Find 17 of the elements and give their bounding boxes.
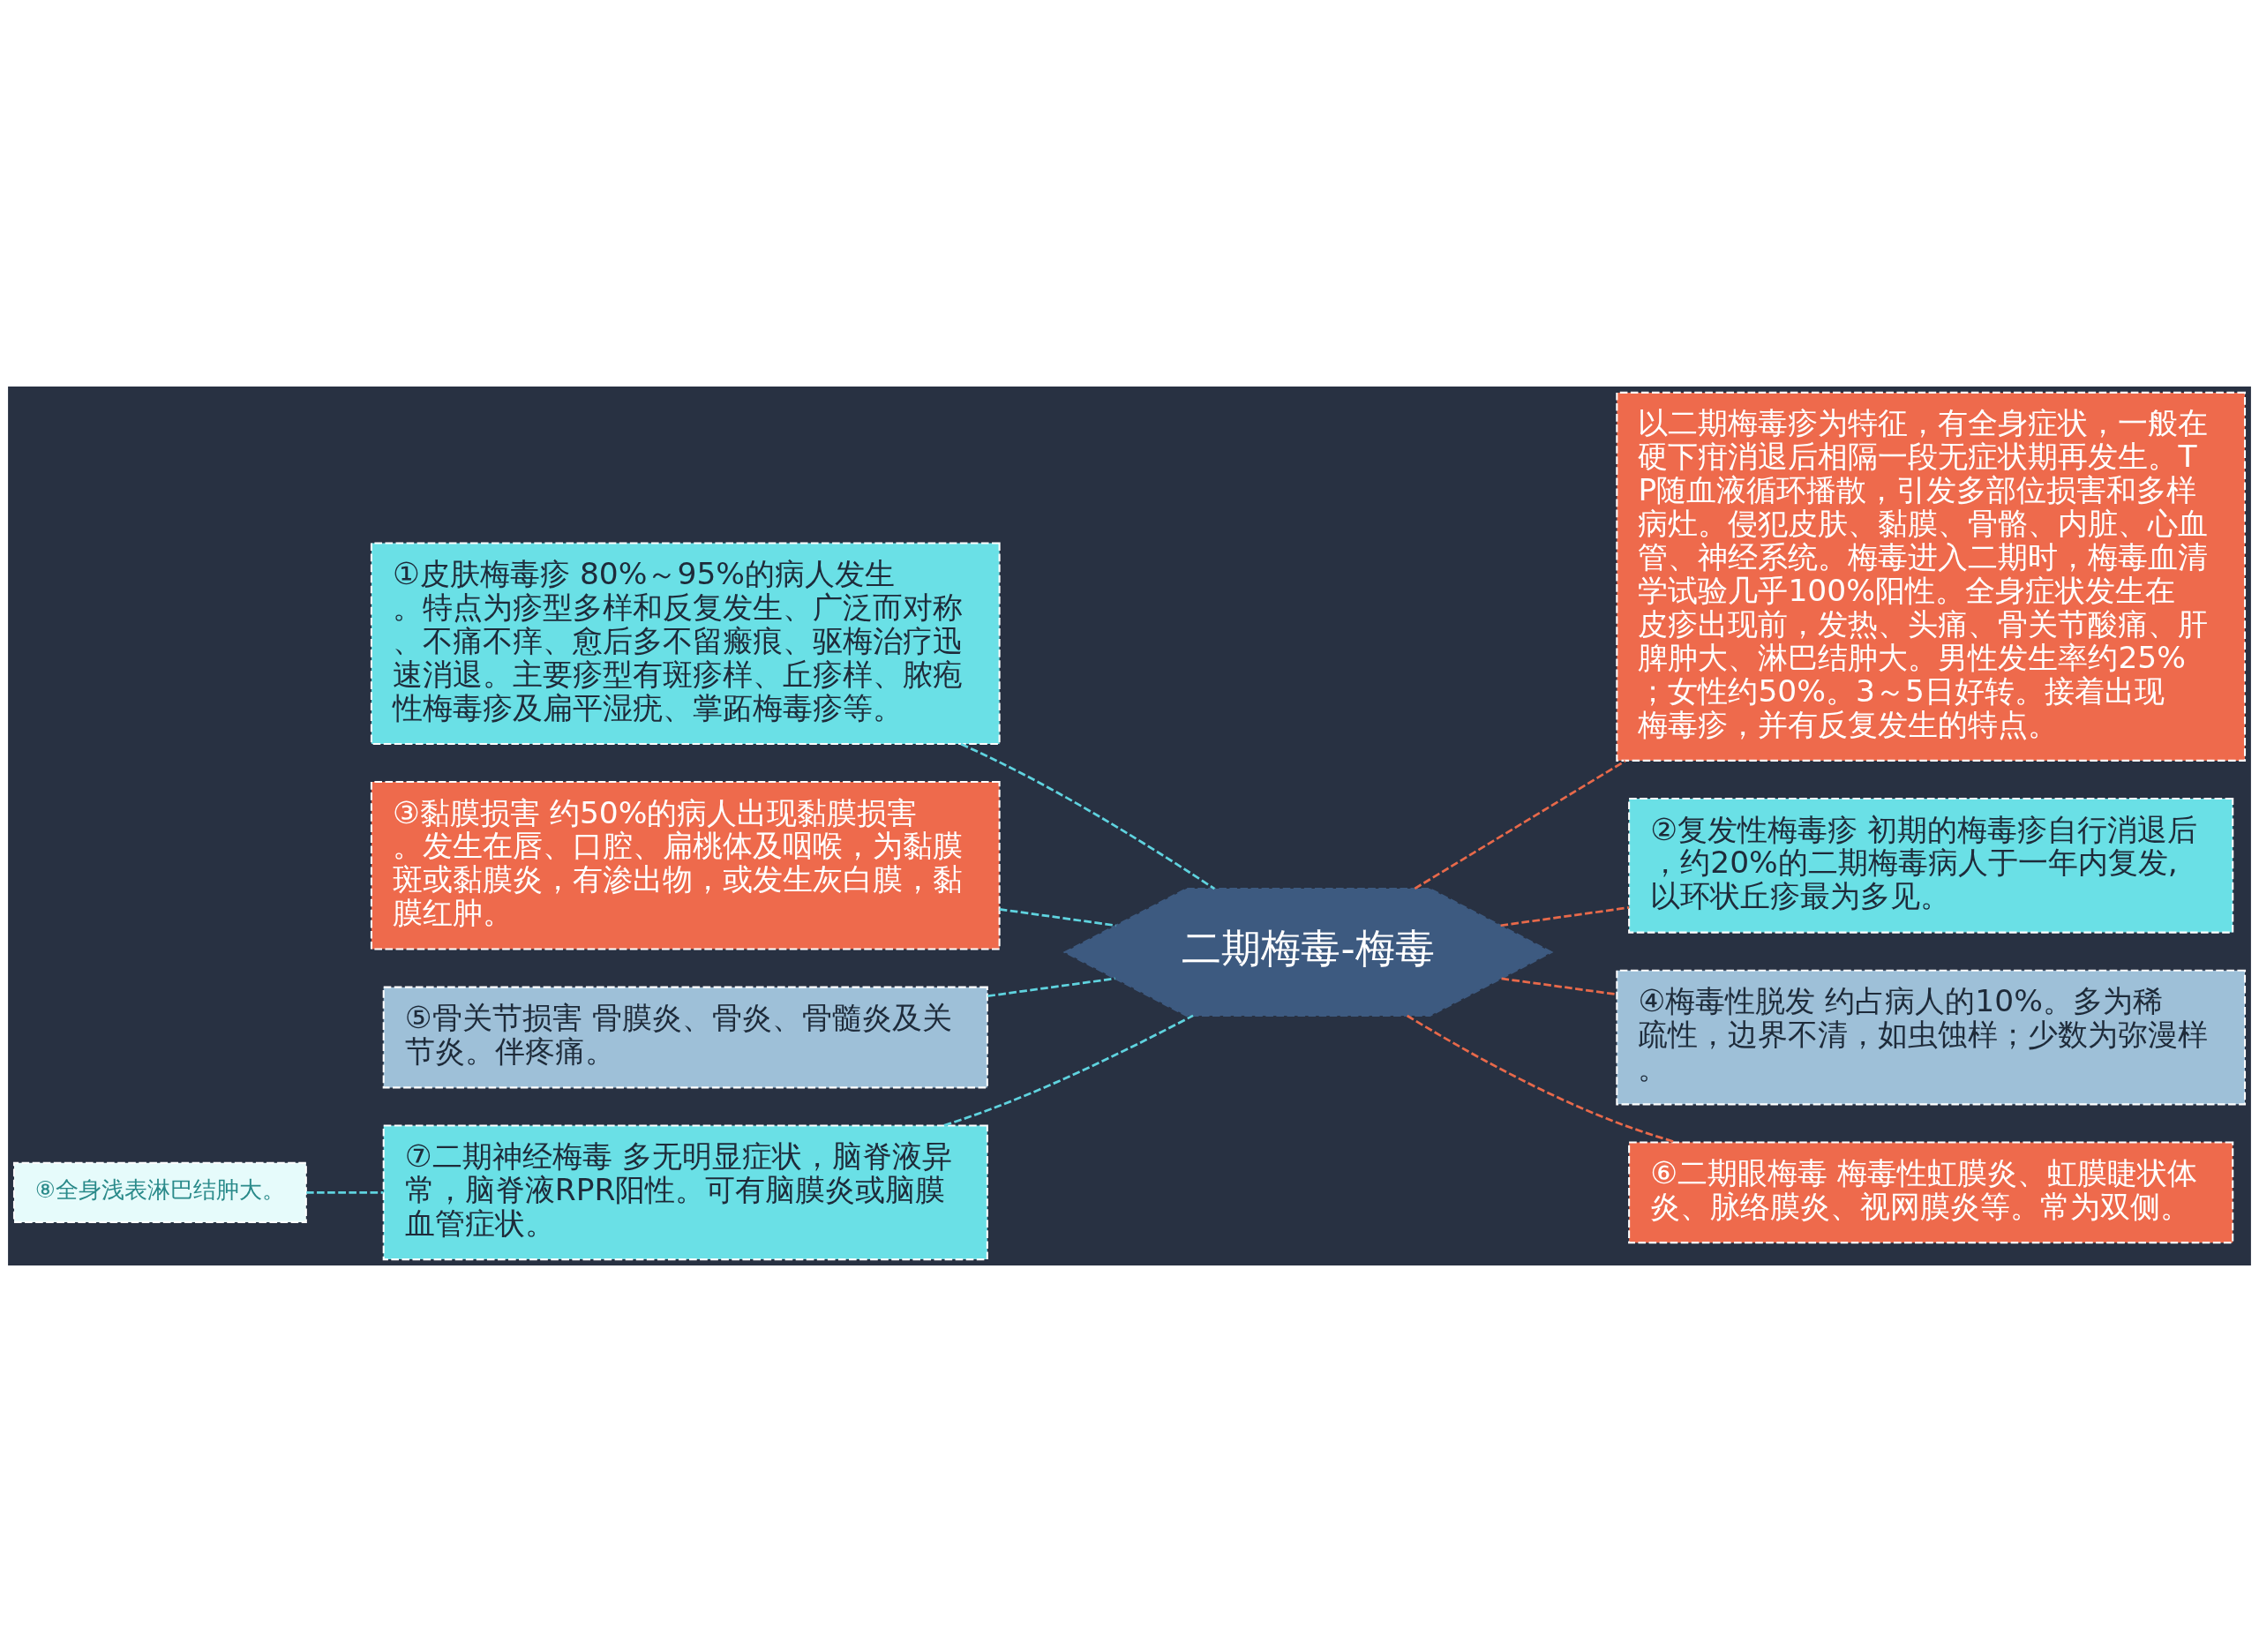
connector xyxy=(987,977,1115,998)
node-box: ①皮肤梅毒疹 80%～95%的病人发生。特点为疹型多样和反复发生、广泛而对称、不痛不痒、愈后多不留瘢痕、驱梅治疗迅速消退。主要疹型有斑疹样、丘疹样、脓疱性梅毒疹及扁平湿疣、掌跖梅毒疹等。 xyxy=(370,542,1001,745)
node-box: ⑦二期神经梅毒 多无明显症状，脑脊液异常，脑脊液RPR阳性。可有脑膜炎或脑膜血管症状。 xyxy=(382,1124,988,1261)
node-box: ⑧全身浅表淋巴结肿大。 xyxy=(12,1161,307,1223)
node-box: ⑤骨关节损害 骨膜炎、骨炎、骨髓炎及关节炎。伴疼痛。 xyxy=(382,986,988,1089)
connector xyxy=(960,742,1216,890)
connector xyxy=(943,1014,1194,1127)
connector xyxy=(1501,977,1617,996)
connector xyxy=(1414,760,1626,890)
node-box: ③黏膜损害 约50%的病人出现黏膜损害。发生在唇、口腔、扁桃体及咽喉，为黏膜斑或黏膜炎，有渗出物，或发生灰白膜，黏膜红肿。 xyxy=(370,781,1001,950)
node-box: 以二期梅毒疹为特征，有全身症状，一般在硬下疳消退后相隔一段无症状期再发生。TP随血液循环播散，引发多部位损害和多样病灶。侵犯皮肤、黏膜、骨骼、内脏、心血管、神经系统。梅毒进入二期时，梅毒血清学试验几乎100%阳性。全身症状发生在皮疹出现前，发热、头痛、骨关节酸痛、肝脾肿大、淋巴结肿大。男性发生率约25%；女性约50%。3～5日好转。接着出现梅毒疹，并有反复发生的特点。 xyxy=(1616,391,2247,762)
node-box: ⑥二期眼梅毒 梅毒性虹膜炎、虹膜睫状体炎、脉络膜炎、视网膜炎等。常为双侧。 xyxy=(1628,1141,2234,1244)
connector xyxy=(1500,906,1630,927)
connector xyxy=(999,907,1116,927)
node-box: ④梅毒性脱发 约占病人的10%。多为稀疏性，边界不清，如虫蚀样；少数为弥漫样。 xyxy=(1616,969,2247,1106)
connector xyxy=(306,1190,384,1194)
node-box: ②复发性梅毒疹 初期的梅毒疹自行消退后，约20%的二期梅毒病人于一年内复发,以环状丘疹最为多见。 xyxy=(1628,797,2234,934)
